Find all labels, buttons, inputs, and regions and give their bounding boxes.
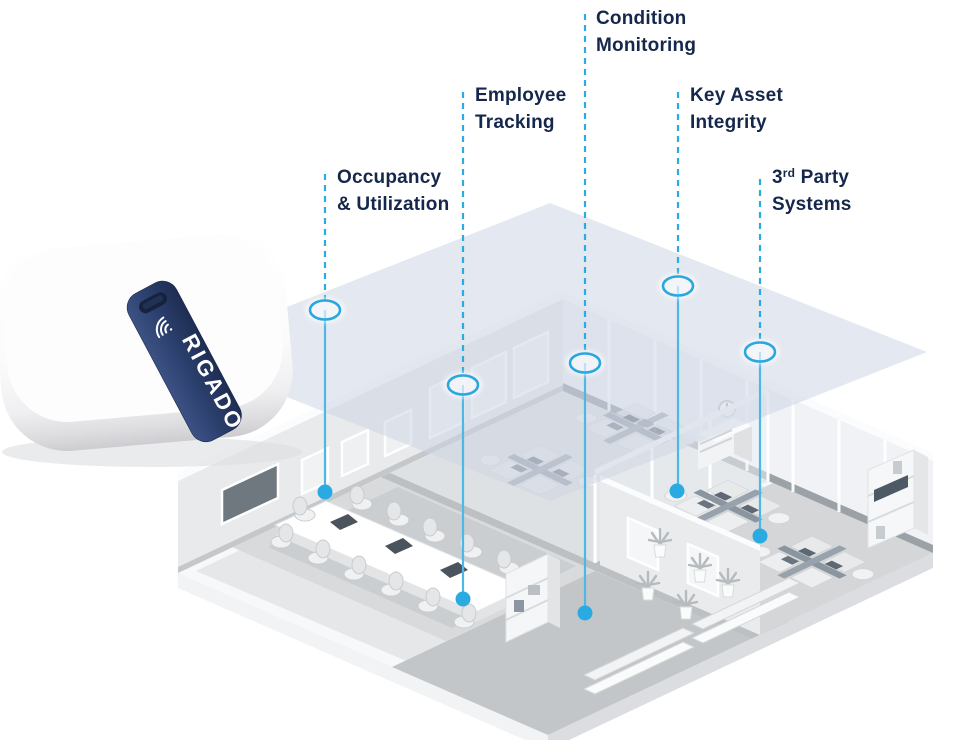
label-line: 3rd Party — [772, 166, 850, 188]
dashed-lines — [323, 14, 762, 376]
label-line: Key Asset — [690, 85, 783, 106]
callout-connectors — [305, 14, 780, 621]
label-line: Occupancy — [337, 167, 442, 188]
label-line: Systems — [772, 194, 852, 215]
label-employee-tracking: Employee Tracking — [475, 82, 566, 136]
ordinal-superscript: rd — [782, 166, 796, 180]
wall-tv — [220, 462, 280, 526]
lobby-benches — [582, 577, 802, 695]
label-line: Condition — [596, 8, 687, 29]
label-line: Employee — [475, 85, 567, 106]
sensor-dots — [317, 483, 768, 621]
ceiling-rings — [305, 273, 780, 398]
label-occupancy-utilization: Occupancy & Utilization — [337, 164, 449, 218]
sensor-mesh-plane — [173, 203, 927, 501]
label-line: & Utilization — [337, 194, 450, 215]
label-third-party-systems: 3rd Party Systems — [772, 164, 852, 218]
bookshelf-right — [867, 449, 928, 549]
label-condition-monitoring: Condition Monitoring — [596, 5, 696, 59]
label-key-asset-integrity: Key Asset Integrity — [690, 82, 783, 136]
solid-lines — [323, 286, 762, 607]
label-line: Tracking — [475, 112, 555, 133]
label-line: Monitoring — [596, 35, 697, 56]
signal-icon — [155, 316, 173, 339]
label-line: Integrity — [690, 112, 767, 133]
bookshelf-mid — [505, 553, 560, 643]
rigado-gateway-device: RIGADO — [0, 229, 302, 467]
